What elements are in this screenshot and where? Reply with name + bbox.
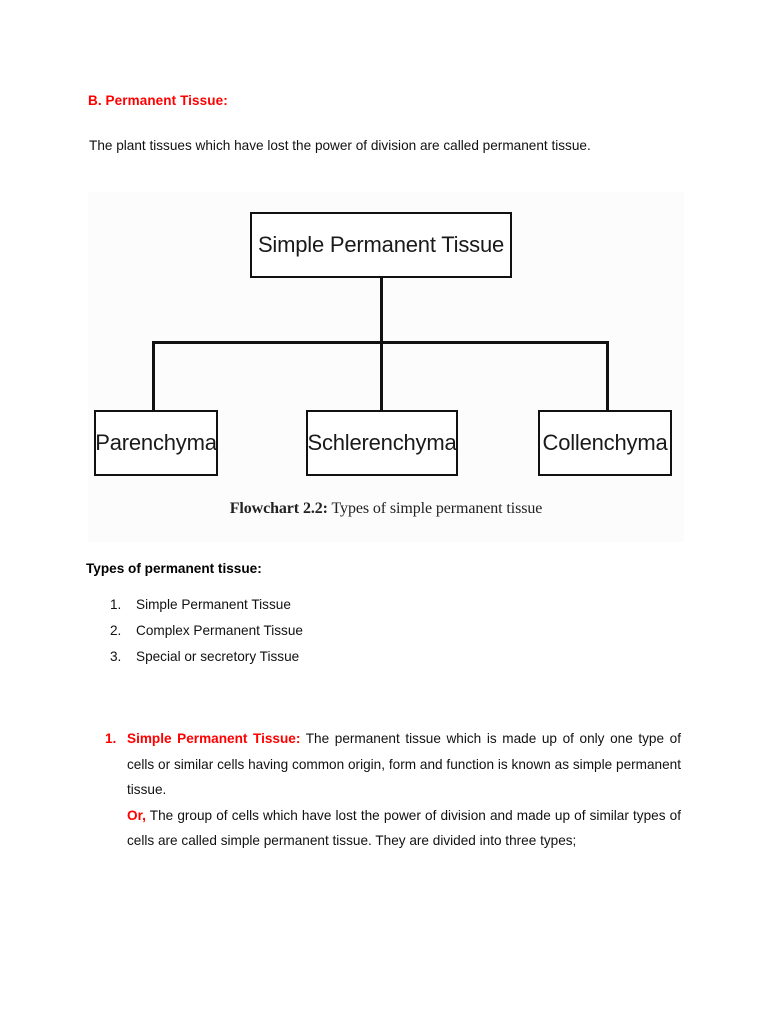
types-list: 1. Simple Permanent Tissue 2. Complex Pe…: [110, 597, 303, 675]
definition-block: 1. Simple Permanent Tissue: The permanen…: [105, 726, 681, 854]
flowchart-node-collenchyma: Collenchyma: [538, 410, 672, 476]
intro-paragraph: The plant tissues which have lost the po…: [89, 138, 591, 153]
list-item: 1. Simple Permanent Tissue: [110, 597, 303, 623]
definition-body: Simple Permanent Tissue: The permanent t…: [127, 726, 681, 803]
figure-caption: Flowchart 2.2: Types of simple permanent…: [88, 500, 684, 518]
flowchart-node-schlerenchyma: Schlerenchyma: [306, 410, 458, 476]
flowchart-connector-drop-left: [152, 341, 155, 410]
flowchart-connector-drop-middle: [380, 341, 383, 410]
figure-caption-text: Types of simple permanent tissue: [331, 500, 543, 517]
flowchart-connector-trunk: [380, 278, 383, 343]
flowchart-figure: Simple Permanent Tissue Parenchyma Schle…: [88, 192, 684, 542]
definition-text: The permanent tissue which is made up of…: [127, 731, 681, 797]
flowchart-connector-drop-right: [606, 341, 609, 410]
list-item-label: Simple Permanent Tissue: [136, 597, 291, 612]
definition-alternate: Or, The group of cells which have lost t…: [127, 803, 681, 854]
list-item: 3. Special or secretory Tissue: [110, 649, 303, 675]
flowchart-node-root: Simple Permanent Tissue: [250, 212, 512, 278]
list-item-number: 3.: [110, 649, 122, 664]
definition-number: 1.: [105, 731, 117, 746]
definition-term: Simple Permanent Tissue:: [127, 731, 301, 746]
types-heading: Types of permanent tissue:: [86, 561, 262, 576]
section-heading: B. Permanent Tissue:: [88, 93, 228, 108]
flowchart-node-parenchyma: Parenchyma: [94, 410, 218, 476]
list-item-number: 2.: [110, 623, 122, 638]
list-item-label: Complex Permanent Tissue: [136, 623, 303, 638]
list-item-label: Special or secretory Tissue: [136, 649, 300, 664]
list-item: 2. Complex Permanent Tissue: [110, 623, 303, 649]
definition-or-label: Or,: [127, 807, 146, 823]
definition-alt-text: The group of cells which have lost the p…: [127, 807, 681, 849]
figure-caption-label: Flowchart 2.2:: [229, 500, 328, 517]
list-item-number: 1.: [110, 597, 122, 612]
flowchart-canvas: Simple Permanent Tissue Parenchyma Schle…: [88, 192, 684, 542]
